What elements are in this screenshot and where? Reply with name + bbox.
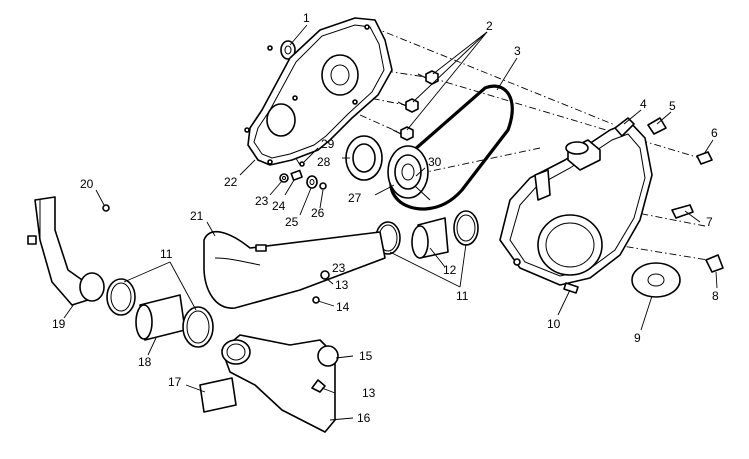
callout-6: 6	[711, 126, 718, 140]
callout-16: 16	[357, 411, 371, 425]
callout-2: 2	[486, 19, 493, 33]
callout-13-lower: 13	[362, 386, 376, 400]
callout-29: 29	[321, 137, 335, 151]
callout-17: 17	[168, 375, 182, 389]
callout-5: 5	[669, 99, 676, 113]
cover-hardware	[563, 117, 724, 298]
callout-11-right: 11	[456, 289, 469, 303]
callout-13-upper: 13	[335, 278, 349, 292]
leader-lines	[63, 24, 718, 421]
callout-23-lower: 23	[332, 261, 346, 275]
callout-12: 12	[443, 263, 457, 277]
part-1-washer	[280, 40, 296, 60]
callout-28: 28	[317, 155, 331, 169]
callout-15: 15	[359, 349, 373, 363]
callout-3: 3	[514, 44, 521, 58]
callout-21: 21	[190, 209, 204, 223]
callout-22: 22	[224, 175, 238, 189]
callout-26: 26	[311, 206, 325, 220]
small-hardware	[279, 161, 327, 190]
part-22-gasket	[244, 17, 393, 166]
callout-27: 27	[348, 191, 362, 205]
callout-14: 14	[336, 300, 350, 314]
callout-labels: 1 2 3 4 5 6 7 8 9 10 11 11 12 13 13 14 1…	[52, 11, 719, 425]
part-18-coupler-and-clamps	[106, 278, 214, 348]
part-16-airbox	[199, 334, 339, 433]
callout-18: 18	[138, 355, 152, 369]
part-21-intake-duct	[203, 230, 386, 309]
callout-11-left: 11	[160, 247, 173, 261]
callout-19: 19	[52, 317, 66, 331]
callout-9: 9	[634, 331, 641, 345]
part-4-outer-cover	[499, 117, 653, 286]
callout-8: 8	[712, 289, 719, 303]
part-2-bolts	[392, 70, 439, 141]
part-27-clutch	[387, 145, 431, 201]
part-19-intake-tube	[27, 196, 110, 306]
callout-30: 30	[428, 155, 442, 169]
callout-7: 7	[706, 215, 713, 229]
part-12-duct-and-clamps	[375, 210, 479, 259]
callout-25: 25	[285, 215, 299, 229]
callout-1: 1	[303, 11, 310, 25]
callout-24: 24	[272, 199, 286, 213]
callout-10: 10	[547, 317, 561, 331]
callout-4: 4	[640, 97, 647, 111]
callout-23-upper: 23	[255, 194, 269, 208]
callout-20: 20	[80, 177, 94, 191]
part-28-seal	[345, 135, 383, 181]
